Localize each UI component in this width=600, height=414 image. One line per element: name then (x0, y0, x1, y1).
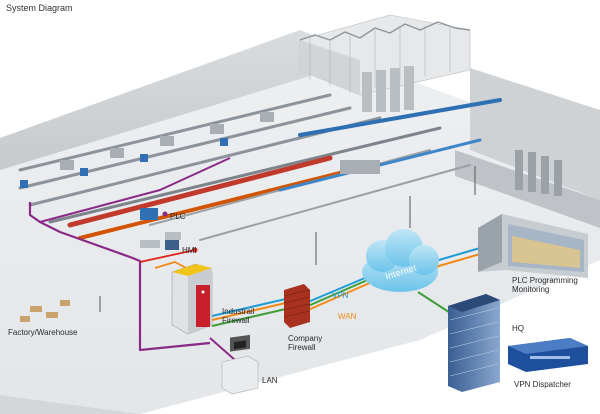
plc-label: PLC (170, 212, 186, 221)
plc-marker (140, 208, 168, 220)
factory-warehouse-label: Factory/Warehouse (8, 328, 78, 337)
internet-cloud (362, 229, 439, 292)
plc-programming-label-line2: Monitoring (512, 285, 550, 294)
industrial-firewall-device (171, 263, 213, 335)
vpn-dispatcher-label: VPN Dispatcher (514, 380, 571, 389)
lamp-posts (99, 166, 476, 312)
industrial-firewall-label-line1: Industrail (222, 307, 255, 316)
plc-programming-building (478, 214, 588, 278)
hq-tower (448, 294, 500, 392)
industrial-firewall-label-line2: Firewall (222, 316, 250, 325)
diagram-title: System Diagram (6, 3, 73, 13)
plc-programming-label-line1: PLC Programming (512, 276, 578, 285)
factory-roof (299, 14, 562, 196)
company-firewall-device (283, 284, 311, 328)
company-firewall-label-line1: Company (288, 334, 323, 343)
hmi-marker (165, 240, 198, 253)
network-cables (28, 157, 481, 361)
hq-label: HQ (512, 324, 524, 333)
production-lines (18, 93, 502, 322)
vpn-label: VPN (332, 291, 349, 300)
hmi-label: HMI (182, 246, 197, 255)
wan-label: WAN (338, 312, 357, 321)
company-firewall-label-line2: Firewall (288, 343, 316, 352)
lan-label: LAN (262, 376, 278, 385)
lan-port-icon (221, 334, 259, 395)
vpn-dispatcher-device (508, 338, 588, 372)
